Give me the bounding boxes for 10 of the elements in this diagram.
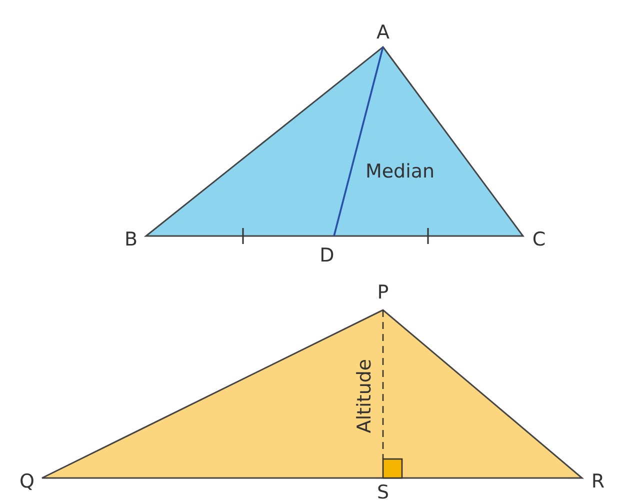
vertex-label: Q — [20, 472, 34, 492]
vertex-label: R — [591, 472, 605, 492]
median-label: Median — [365, 162, 435, 182]
point-label: D — [320, 246, 334, 266]
vertex-label: A — [376, 24, 390, 42]
altitude-label: Altitude — [356, 358, 374, 434]
point-label: S — [376, 484, 390, 502]
vertex-label: P — [377, 284, 389, 302]
vertex-label: B — [124, 230, 138, 250]
vertex-label: C — [532, 230, 546, 250]
